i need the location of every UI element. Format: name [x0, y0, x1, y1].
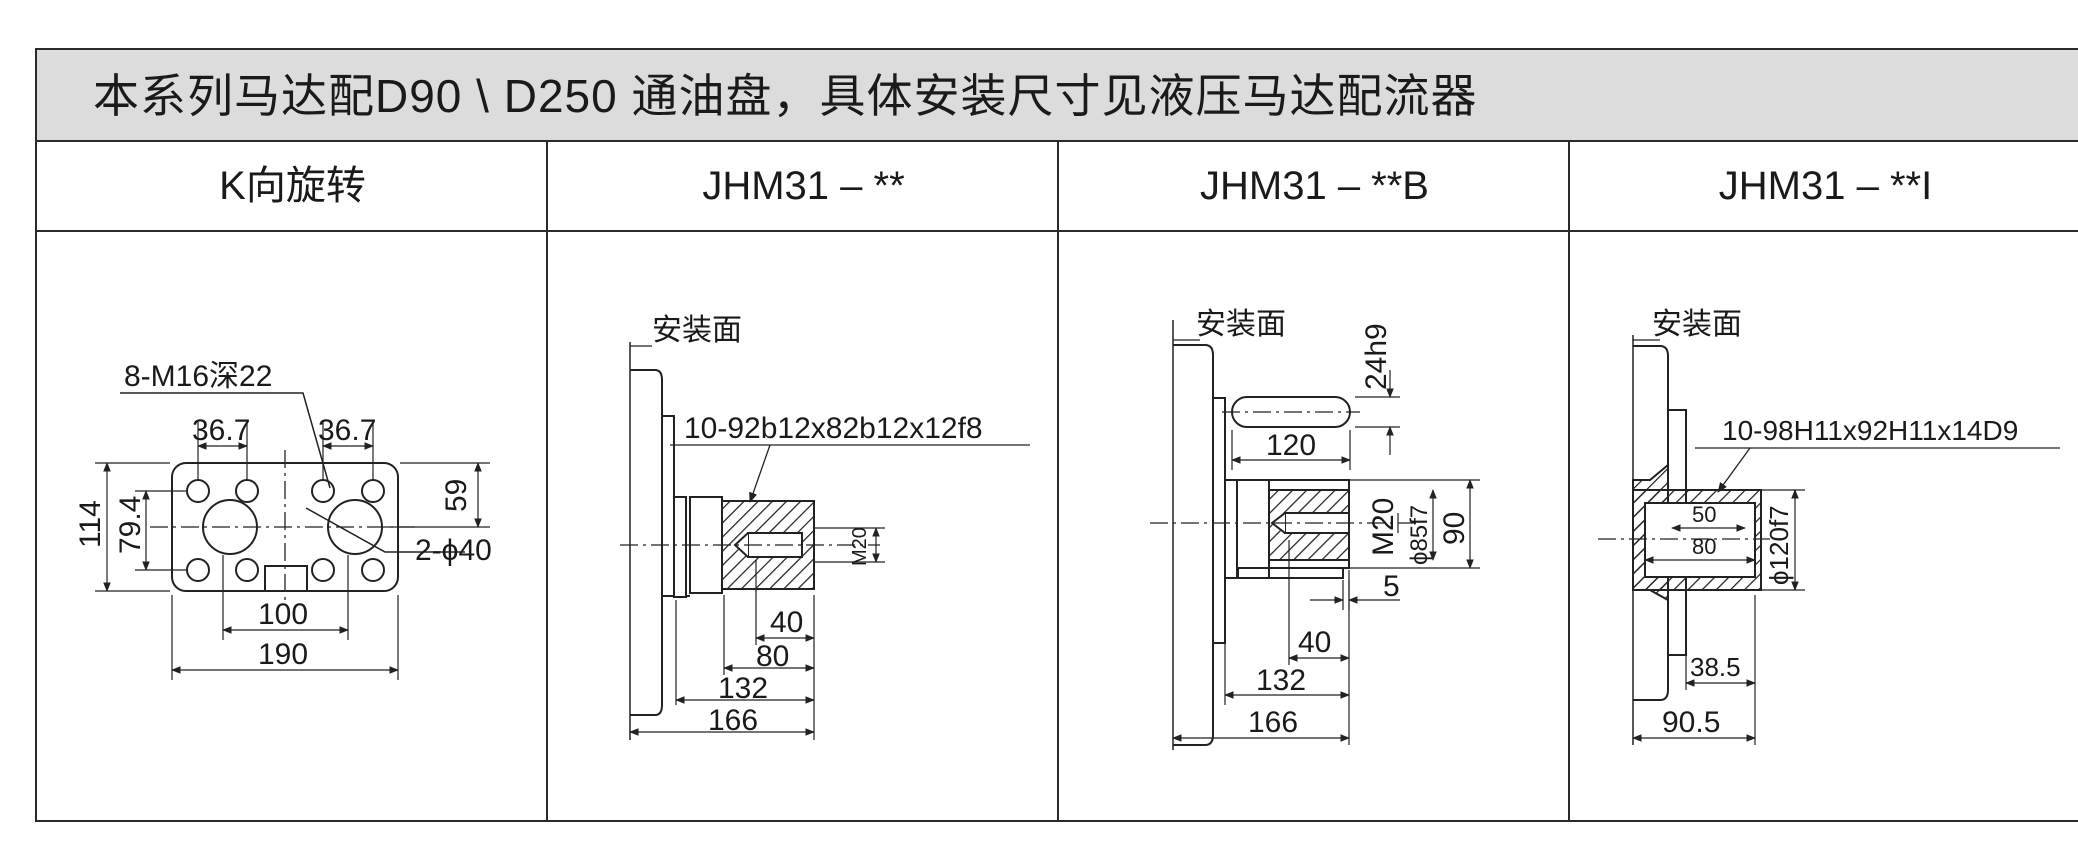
dim-90-5: 90.5: [1662, 706, 1720, 739]
motor-flange: [1173, 344, 1214, 746]
column-header-jhm31: JHM31 – **: [702, 164, 905, 208]
dim-166: 166: [1248, 706, 1298, 739]
dim-80: 80: [1692, 534, 1716, 559]
large-port-right: [327, 499, 383, 555]
thread-label: M20: [849, 527, 871, 566]
bolt-hole: [235, 479, 259, 503]
dim-38-5: 38.5: [1690, 652, 1741, 682]
k-view-drawing: [95, 392, 490, 680]
dim-166: 166: [708, 704, 758, 737]
bolt-hole: [186, 558, 210, 582]
bolt-hole: [311, 479, 335, 503]
mount-face-label: 安装面: [652, 314, 742, 347]
dim-132: 132: [718, 672, 768, 705]
spline-note: 10-92b12x82b12x12f8: [684, 412, 983, 445]
mount-face-label: 安装面: [1196, 308, 1286, 341]
key-length: 120: [1266, 429, 1316, 462]
hole-note: 2-ϕ40: [415, 534, 492, 567]
title-bar: 本系列马达配D90 \ D250 通油盘，具体安装尺寸见液压马达配流器: [37, 50, 2078, 142]
header-row: K向旋转 JHM31 – ** JHM31 – **B JHM31 – **I: [37, 142, 2078, 232]
spline-note: 10-98H11x92H11x14D9: [1722, 415, 2018, 446]
spec-table: 本系列马达配D90 \ D250 通油盘，具体安装尺寸见液压马达配流器 K向旋转…: [35, 48, 2078, 822]
dim-left-spacing: 36.7: [192, 414, 250, 447]
bolt-hole: [311, 558, 335, 582]
dim-height-outer: 114: [74, 500, 107, 548]
bore-diameter: ϕ120f7: [1764, 505, 1794, 585]
mount-face-label: 安装面: [1652, 308, 1742, 341]
column-header-k-view: K向旋转: [219, 164, 366, 208]
key-width: 24h9: [1360, 323, 1393, 390]
column-header-jhm31-i: JHM31 – **I: [1718, 164, 1933, 208]
column-divider: [1057, 142, 1059, 820]
bolt-hole: [361, 479, 385, 503]
dim-40: 40: [770, 606, 803, 639]
dim-50: 50: [1692, 502, 1716, 527]
dim-height-inner: 79.4: [114, 496, 147, 554]
column-divider: [546, 142, 548, 820]
dim-40: 40: [1298, 626, 1331, 659]
dim-right-spacing: 36.7: [318, 414, 376, 447]
dim-90: 90: [1438, 512, 1471, 545]
dim-80: 80: [756, 640, 789, 673]
large-port-left: [202, 499, 258, 555]
dim-5: 5: [1383, 570, 1400, 603]
dim-right-height: 59: [440, 479, 473, 512]
shaft-standard-drawing: [620, 342, 1030, 740]
motor-flange: [630, 369, 663, 716]
dim-132: 132: [1256, 664, 1306, 697]
key-slot: [264, 565, 308, 592]
column-divider: [1568, 142, 1570, 820]
bolt-hole: [235, 558, 259, 582]
thread-label: M20: [1367, 498, 1400, 556]
shaft-b-drawing: [1150, 320, 1480, 750]
dim-outer-width: 190: [258, 638, 308, 671]
dim-inner-width: 100: [258, 598, 308, 631]
bolt-hole: [361, 558, 385, 582]
thread-note: 8-M16深22: [124, 360, 272, 393]
bolt-hole: [186, 479, 210, 503]
column-header-jhm31-b: JHM31 – **B: [1200, 164, 1429, 208]
table-title: 本系列马达配D90 \ D250 通油盘，具体安装尺寸见液压马达配流器: [93, 70, 1478, 122]
shaft-i-drawing: [1598, 335, 2060, 745]
shaft-diameter: ϕ85f7: [1406, 505, 1433, 565]
